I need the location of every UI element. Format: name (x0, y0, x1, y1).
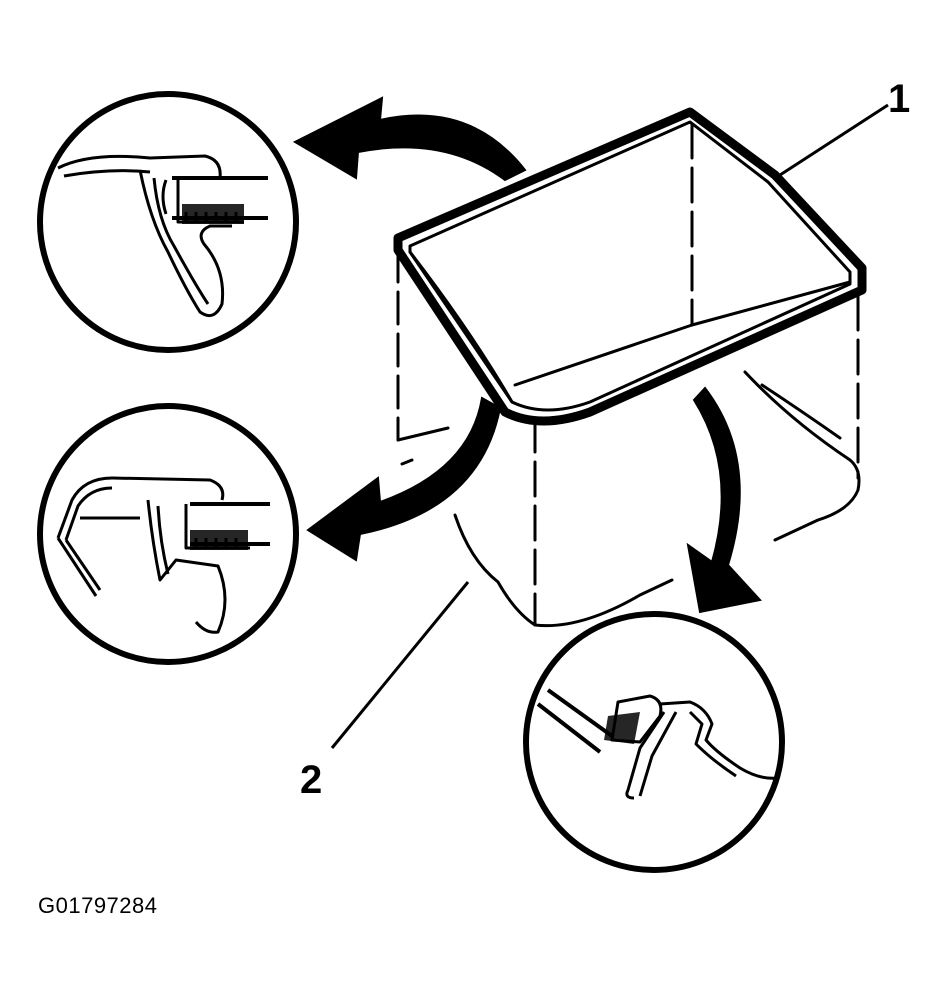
callout-label-2: 2 (300, 758, 322, 802)
detail-magnifier-circle (37, 91, 299, 353)
left-bottom-edge (396, 426, 450, 442)
leader-line-2 (330, 581, 470, 749)
compartment-box (393, 107, 867, 628)
detail-circle-top (37, 91, 299, 353)
inner-floor-left (513, 323, 694, 387)
leader-lines (330, 103, 889, 749)
detail-magnifier-circle (37, 403, 299, 665)
curved-arrow-icon (306, 396, 502, 562)
callout-label-1: 1 (888, 77, 910, 121)
right-lower-body (743, 370, 861, 542)
top-seal-outer (393, 107, 867, 426)
inner-left-wall (408, 250, 514, 404)
detail-circle-middle (37, 403, 299, 665)
inner-floor-curve (760, 383, 842, 440)
left-ledge (400, 458, 414, 466)
curved-arrow-icon (686, 386, 762, 614)
front-lower-body (453, 513, 674, 628)
detail-circle-bottom (523, 611, 785, 873)
detail-magnifier-circle (523, 611, 785, 873)
inner-floor-right (690, 280, 852, 327)
curved-arrow-icon (292, 96, 527, 182)
arrows (292, 96, 762, 614)
figure-id: G01797284 (38, 893, 158, 918)
leader-line-1 (779, 103, 889, 177)
